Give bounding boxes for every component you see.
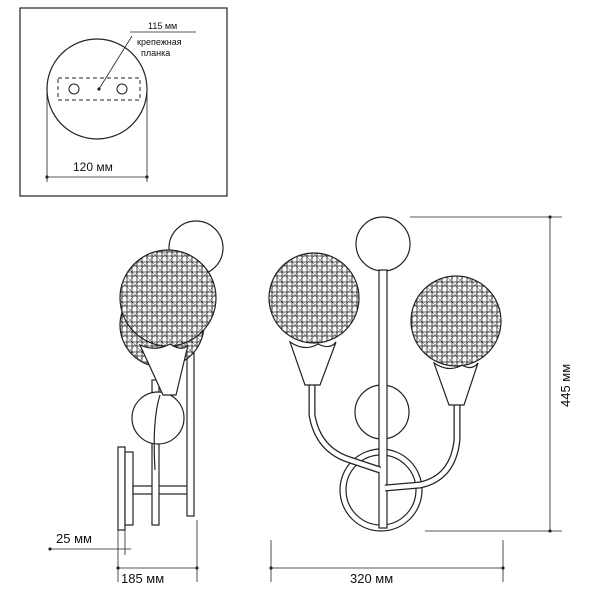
side-depth-label: 185 мм (121, 571, 164, 586)
front-width-label: 320 мм (350, 571, 393, 586)
callout-leader (98, 35, 133, 90)
callout-dimension-text: 115 мм (148, 21, 177, 31)
front-top-globe (355, 216, 411, 272)
side-wall-plate-front (124, 451, 134, 526)
front-left-arm-inner (309, 382, 381, 473)
height-label: 445 мм (558, 364, 573, 407)
front-dimensions (269, 215, 562, 582)
inset-frame (19, 7, 228, 197)
mounting-plate-inset: 115 мм крепежная планка 120 мм (19, 7, 228, 197)
side-dimensions (48, 520, 199, 582)
wall-offset-label: 25 мм (56, 531, 92, 546)
side-arm-curve (153, 394, 161, 471)
front-mesh-globe-left (268, 252, 360, 344)
front-view (268, 216, 502, 532)
side-view (117, 220, 224, 531)
callout-label-line2: планка (141, 48, 170, 58)
side-mesh-globe-front (119, 249, 217, 347)
side-wall-plate (117, 446, 126, 531)
diameter-label: 120 мм (73, 160, 113, 174)
front-left-holder (288, 340, 337, 386)
side-holder (138, 343, 189, 396)
front-right-holder (432, 361, 479, 406)
mounting-hole-right (116, 83, 128, 95)
mounting-hole-left (68, 83, 80, 95)
side-horizontal-arm (132, 485, 194, 495)
mounting-bar (57, 77, 141, 101)
front-right-arm-inner (384, 403, 460, 491)
side-clear-globe (131, 391, 185, 445)
front-central-stem (378, 269, 388, 529)
front-mesh-globe-right (410, 275, 502, 367)
mounting-plate-circle (46, 38, 148, 140)
callout-label-line1: крепежная (137, 37, 182, 47)
